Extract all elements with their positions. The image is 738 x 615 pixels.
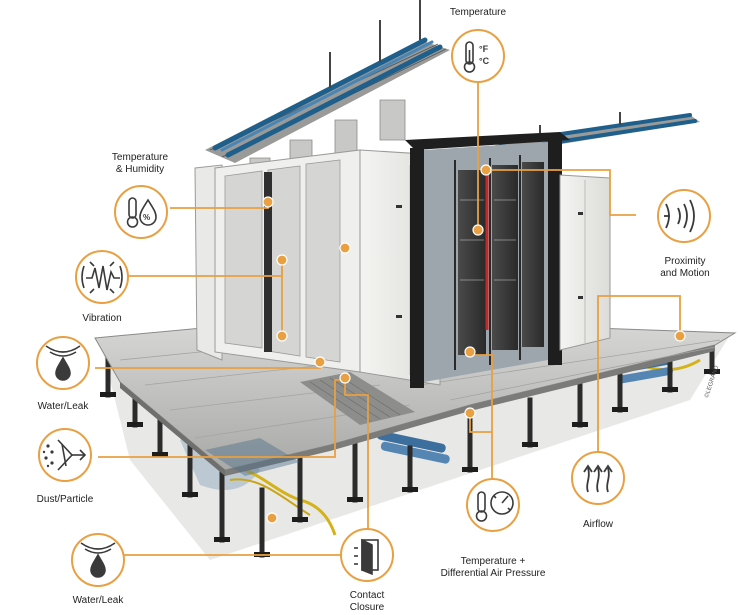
celsius-label: °C bbox=[479, 56, 490, 66]
thermometer-humidity-icon bbox=[126, 197, 157, 228]
label-water-leak-1: Water/Leak bbox=[37, 401, 89, 412]
airflow-icon bbox=[583, 464, 613, 493]
label-proximity-motion: Proximity and Motion bbox=[660, 256, 710, 279]
center-containment bbox=[405, 132, 570, 388]
label-water-leak-2: Water/Leak bbox=[72, 595, 124, 606]
fahrenheit-label: °F bbox=[479, 44, 489, 54]
label-temperature-humidity: Temperature & Humidity bbox=[111, 152, 169, 175]
label-airflow: Airflow bbox=[582, 519, 613, 530]
left-cabinet-row bbox=[194, 149, 441, 386]
label-dust-particle: Dust/Particle bbox=[36, 494, 94, 505]
water-drop-icon bbox=[80, 542, 116, 578]
label-temperature-top: Temperature bbox=[449, 7, 507, 18]
sensor-markers bbox=[262, 164, 686, 524]
percent-label: % bbox=[143, 213, 150, 222]
label-contact-closure: Contact Closure bbox=[349, 590, 385, 613]
thermometer-gauge-icon bbox=[475, 491, 514, 522]
thermometer-fahrenheit-celsius-icon bbox=[463, 41, 476, 73]
dust-particle-icon bbox=[57, 439, 87, 471]
label-temperature-pressure: Temperature + Differential Air Pressure bbox=[440, 556, 546, 579]
door-contact-icon bbox=[354, 538, 379, 576]
label-vibration: Vibration bbox=[82, 313, 122, 324]
right-cabinet bbox=[559, 174, 611, 351]
vibration-icon bbox=[81, 261, 123, 294]
water-drop-icon bbox=[45, 345, 81, 381]
proximity-wave-icon bbox=[664, 199, 695, 233]
